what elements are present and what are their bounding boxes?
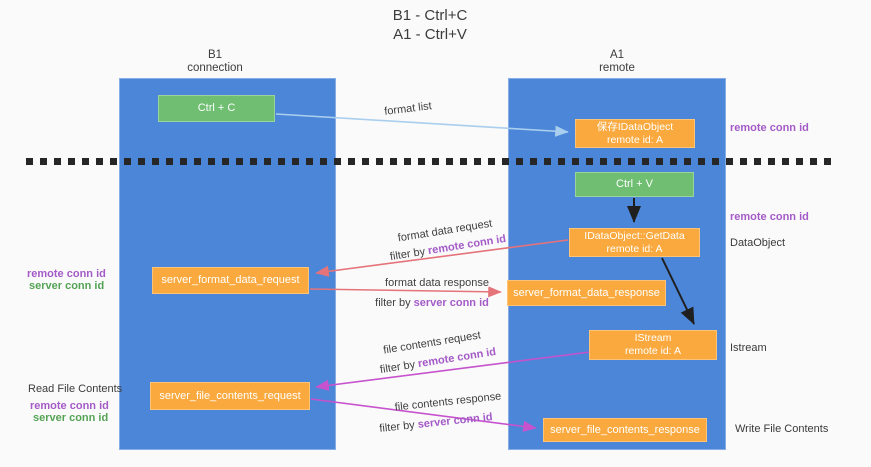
side-label-server-conn-id-left1: server conn id	[29, 280, 105, 292]
node-ctrl-v: Ctrl + V	[575, 172, 694, 197]
arrow-file-contents-response	[310, 398, 537, 432]
arrow-format-list	[275, 113, 569, 137]
node-istream: IStream remote id: A	[589, 330, 717, 360]
node-ctrl-v-label: Ctrl + V	[616, 178, 653, 190]
node-save-idataobject-line2: remote id: A	[606, 133, 664, 146]
arrow-getdata-to-istream	[661, 257, 695, 325]
node-ctrl-c: Ctrl + C	[158, 95, 275, 122]
diagram-title: B1 - Ctrl+C A1 - Ctrl+V	[330, 6, 530, 44]
node-format-response-label: server_format_data_response	[513, 286, 660, 299]
right-column-role: remote	[599, 62, 635, 74]
arrow-file-contents-request	[315, 351, 591, 391]
side-label-istream: Istream	[730, 342, 767, 354]
arrow-format-data-response	[309, 286, 502, 298]
node-server-file-contents-response: server_file_contents_response	[543, 418, 707, 442]
side-label-server-conn-id-left2: server conn id	[33, 412, 109, 424]
title-line-2: A1 - Ctrl+V	[393, 26, 467, 43]
right-column-name: A1	[609, 49, 625, 61]
side-label-read-file-contents: Read File Contents	[28, 383, 123, 395]
node-format-request-label: server_format_data_request	[161, 274, 300, 286]
left-column-header: B1 connection	[187, 49, 243, 75]
node-getdata-line2: remote id: A	[606, 242, 663, 255]
side-label-write-file-contents: Write File Contents	[735, 423, 829, 435]
title-line-1: B1 - Ctrl+C	[392, 7, 468, 24]
right-column-header: A1 remote	[599, 49, 635, 75]
node-save-idataobject: 保存IDataObject remote id: A	[575, 119, 695, 148]
node-server-format-data-response: server_format_data_response	[507, 280, 666, 306]
node-ctrl-c-label: Ctrl + C	[197, 102, 236, 114]
side-label-dataobject: DataObject	[730, 237, 786, 249]
edge-label-format-data-response: format data response	[385, 277, 489, 289]
left-column-role: connection	[187, 62, 243, 74]
node-server-file-contents-request: server_file_contents_request	[150, 382, 310, 410]
dashed-divider	[26, 158, 832, 165]
node-file-request-label: server_file_contents_request	[159, 389, 301, 402]
side-label-remote-conn-id-mid: remote conn id	[730, 211, 809, 223]
node-save-idataobject-line1: 保存IDataObject	[596, 120, 674, 133]
server-conn-id-text: server conn id	[413, 297, 489, 309]
side-label-remote-conn-id-left2: remote conn id	[30, 400, 109, 412]
node-idataobject-getdata: IDataObject::GetData remote id: A	[569, 228, 700, 257]
edge-label-filter-server-1: filter by server conn id	[375, 297, 489, 309]
side-label-remote-conn-id-top: remote conn id	[730, 122, 809, 134]
filter-by-text: filter by	[375, 297, 414, 309]
node-istream-line2: remote id: A	[624, 345, 682, 357]
node-server-format-data-request: server_format_data_request	[152, 267, 309, 294]
left-column-name: B1	[207, 49, 223, 61]
node-getdata-line1: IDataObject::GetData	[584, 229, 685, 242]
node-file-response-label: server_file_contents_response	[550, 423, 700, 436]
node-istream-line1: IStream	[634, 332, 672, 344]
side-label-remote-conn-id-left1: remote conn id	[27, 268, 106, 280]
arrow-format-data-request	[315, 239, 569, 277]
